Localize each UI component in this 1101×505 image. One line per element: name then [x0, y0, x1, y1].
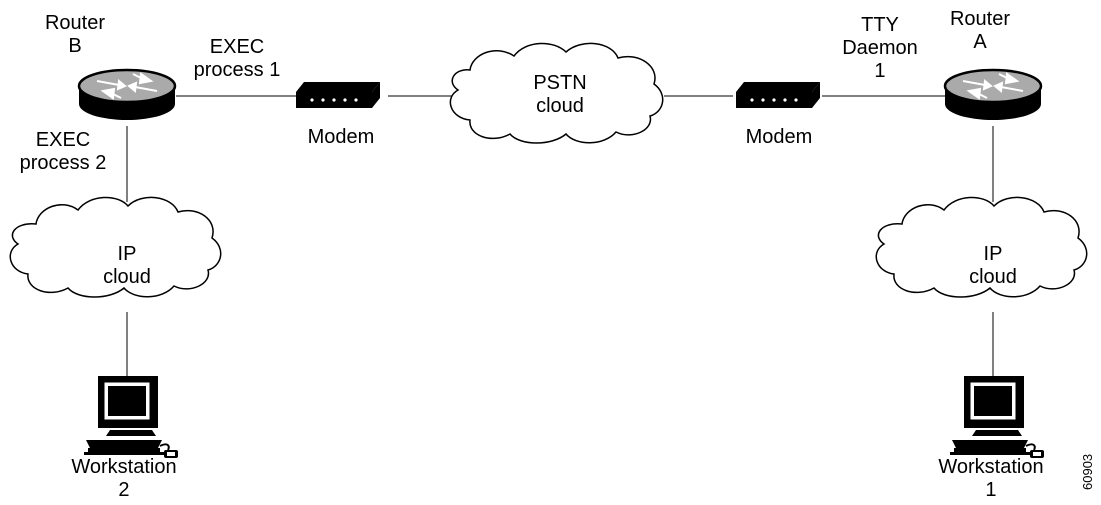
router-a-icon [943, 68, 1043, 122]
links [126, 95, 994, 376]
ip-cloud-right-icon [875, 196, 1088, 298]
pstn-cloud-label: PSTN cloud [533, 72, 587, 117]
modem-right-label: Modem [745, 126, 813, 148]
ip-cloud-left-icon [9, 196, 222, 298]
ip-cloud-left-label: IP cloud [103, 243, 151, 288]
ip-cloud-right-label: IP cloud [969, 243, 1017, 288]
tty-daemon-label: TTY Daemon 1 [842, 14, 918, 82]
router-b-icon [77, 68, 177, 122]
router-a-label: Router A [949, 8, 1011, 53]
figure-id: 60903 [1080, 453, 1095, 490]
workstation-2-icon [83, 375, 179, 459]
workstation-1-icon [949, 375, 1045, 459]
workstation-1-label: Workstation 1 [938, 456, 1044, 501]
router-b-label: Router B [44, 12, 106, 57]
modem-left-label: Modem [307, 126, 375, 148]
modem-left-icon [296, 82, 380, 108]
exec-process-1-label: EXEC process 1 [193, 36, 281, 81]
exec-process-2-label: EXEC process 2 [19, 129, 107, 174]
pstn-cloud-icon [449, 42, 664, 144]
workstation-2-label: Workstation 2 [71, 456, 177, 501]
modem-right-icon [736, 82, 820, 108]
